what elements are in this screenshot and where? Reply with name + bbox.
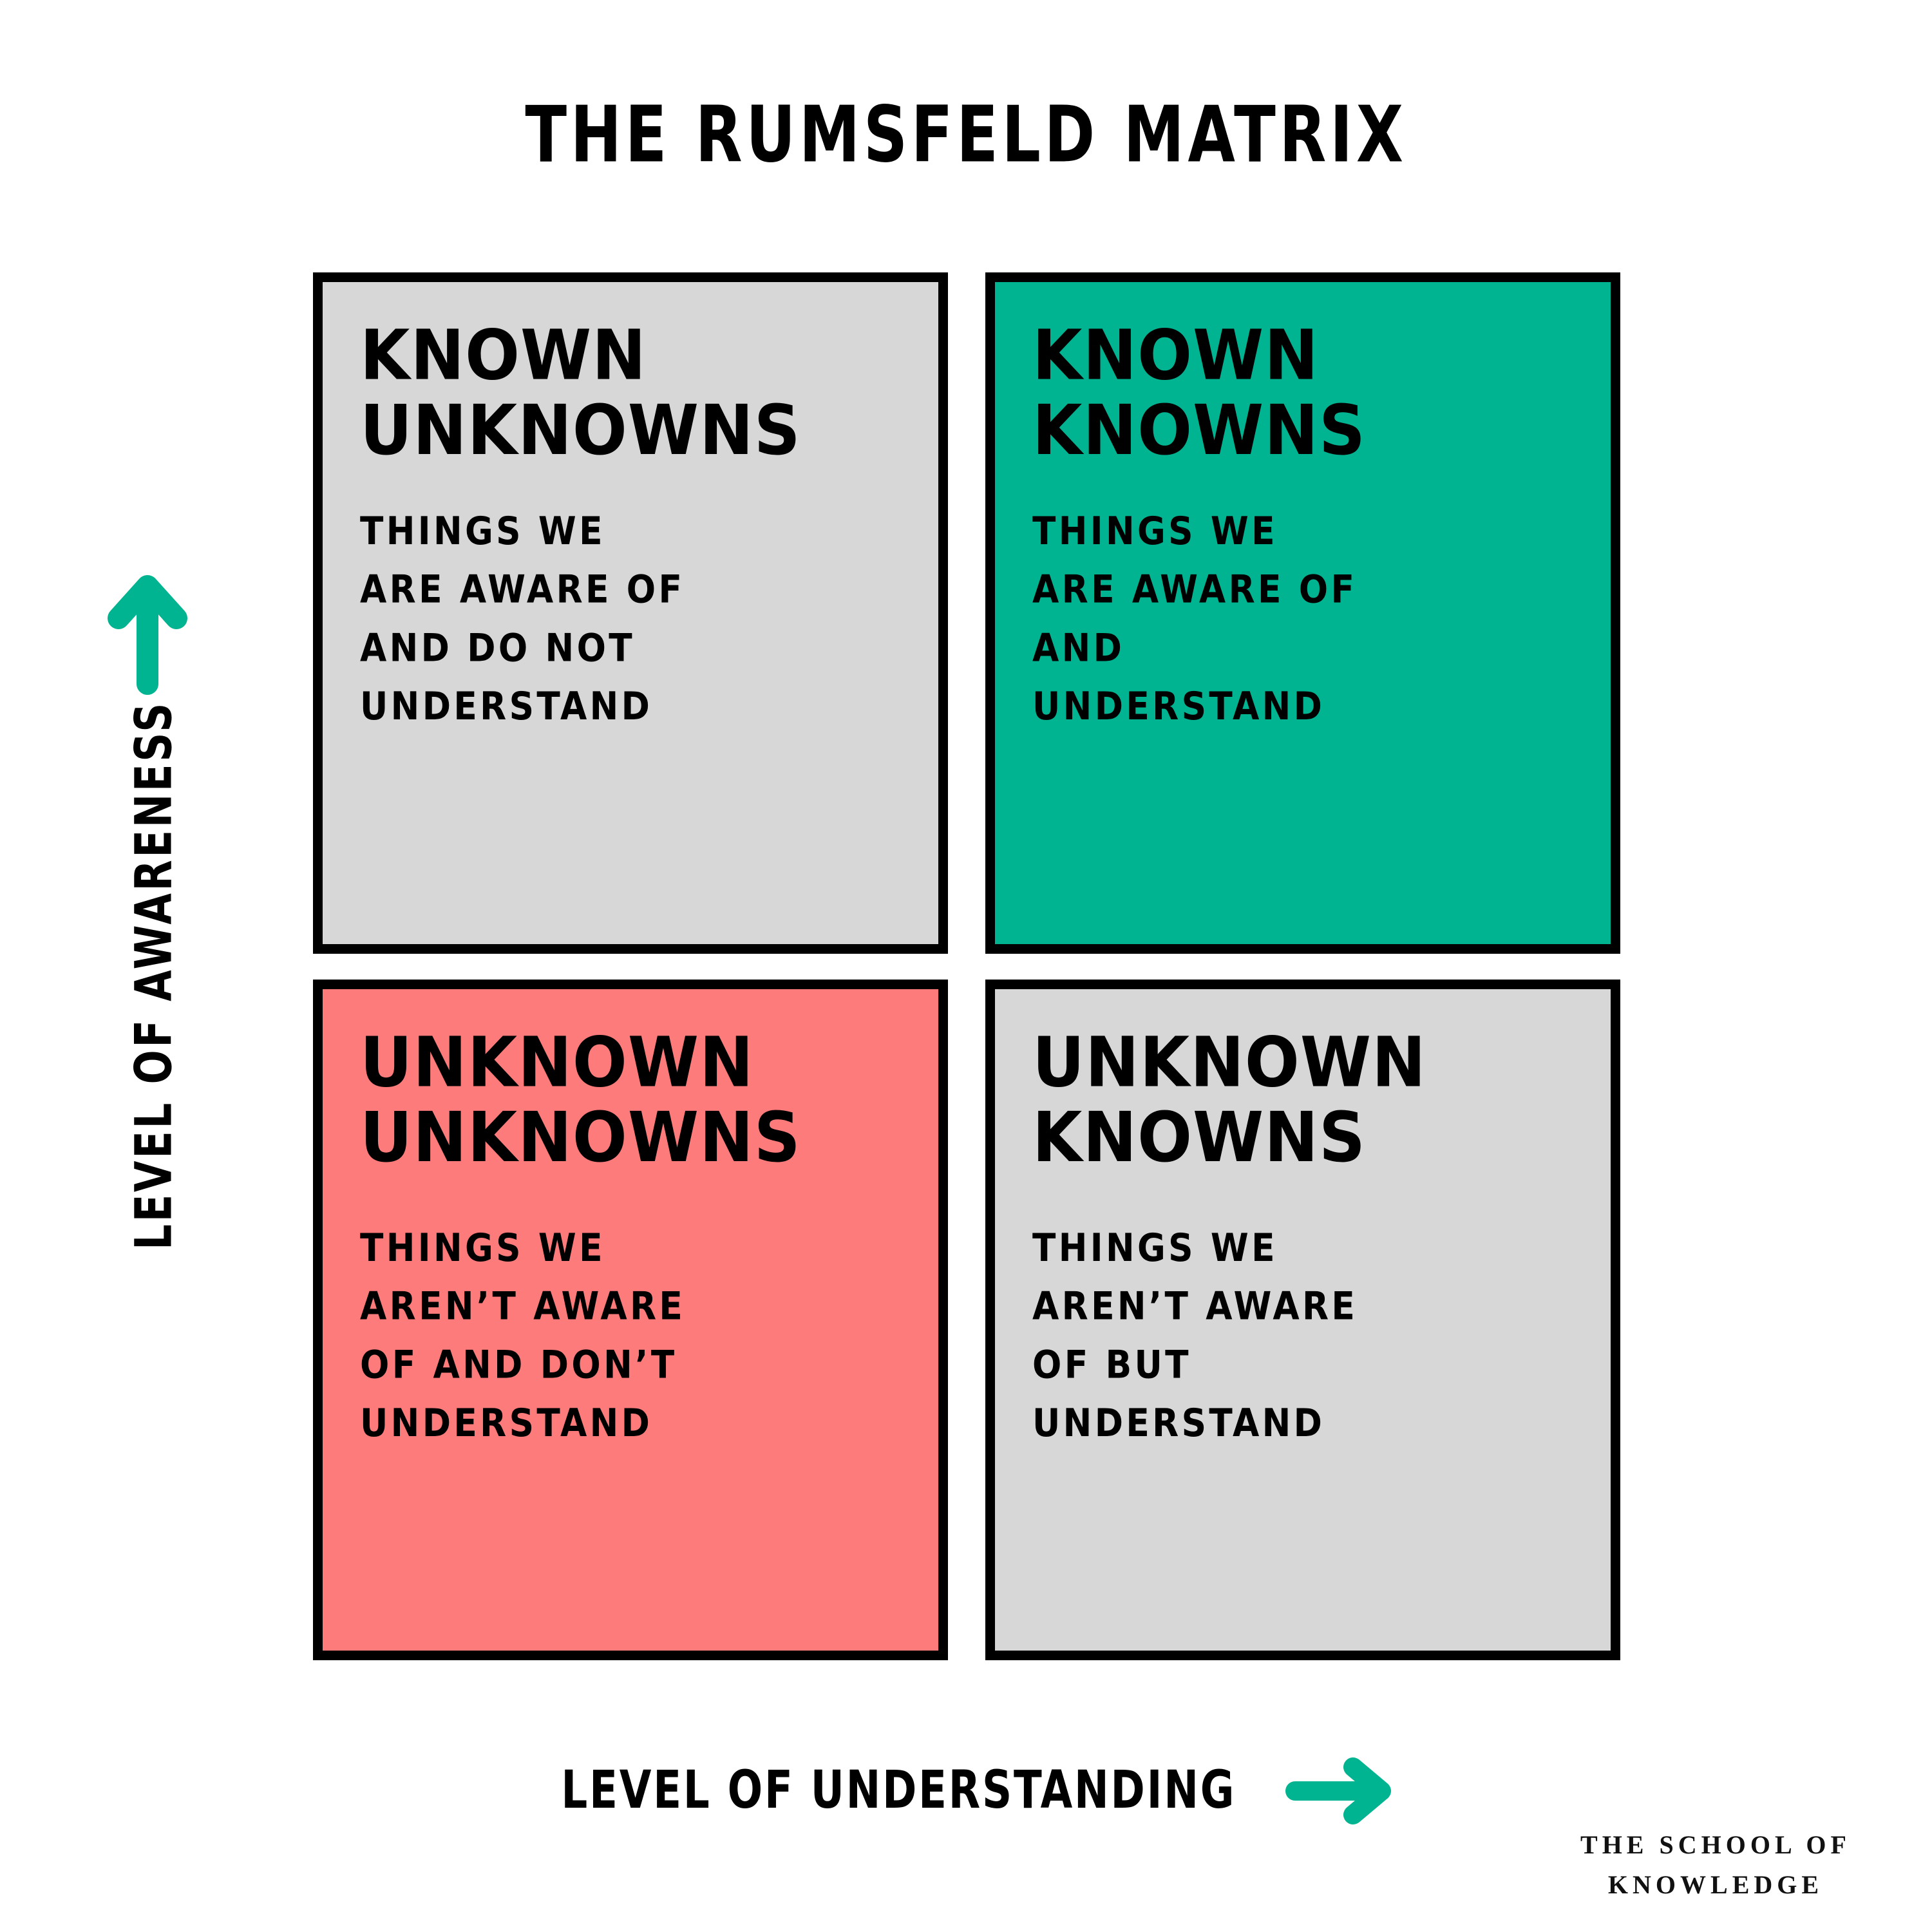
arrow-right-icon xyxy=(1285,1757,1391,1824)
quadrant-unknown-knowns: UNKNOWN KNOWNS THINGS WE AREN’T AWARE OF… xyxy=(985,979,1620,1660)
matrix-grid: KNOWN UNKNOWNS THINGS WE ARE AWARE OF AN… xyxy=(313,272,1620,1660)
quadrant-heading-unknown-knowns: UNKNOWN KNOWNS xyxy=(1032,1022,1426,1177)
y-axis-label: LEVEL OF AWARENESS xyxy=(125,563,184,1387)
page-title: THE RUMSFELD MATRIX xyxy=(525,90,1407,180)
quadrant-content: UNKNOWN KNOWNS THINGS WE AREN’T AWARE OF… xyxy=(1032,1025,1598,1645)
quadrant-content: KNOWN KNOWNS THINGS WE ARE AWARE OF AND … xyxy=(1032,317,1598,938)
x-axis: LEVEL OF UNDERSTANDING xyxy=(386,1745,1546,1835)
quadrant-content: KNOWN UNKNOWNS THINGS WE ARE AWARE OF AN… xyxy=(360,317,925,938)
quadrant-unknown-unknowns: UNKNOWN UNKNOWNS THINGS WE AREN’T AWARE … xyxy=(313,979,948,1660)
quadrant-known-knowns: KNOWN KNOWNS THINGS WE ARE AWARE OF AND … xyxy=(985,272,1620,954)
quadrant-heading-unknown-unknowns: UNKNOWN UNKNOWNS xyxy=(360,1022,801,1177)
y-axis-label-text: LEVEL OF AWARENESS xyxy=(124,700,184,1250)
quadrant-content: UNKNOWN UNKNOWNS THINGS WE AREN’T AWARE … xyxy=(360,1025,925,1645)
quadrant-heading-known-knowns: KNOWN KNOWNS xyxy=(1032,315,1366,471)
x-axis-label: LEVEL OF UNDERSTANDING xyxy=(561,1759,1236,1821)
quadrant-heading-known-unknowns: KNOWN UNKNOWNS xyxy=(360,315,801,471)
quadrant-body-unknown-unknowns: THINGS WE AREN’T AWARE OF AND DON’T UNDE… xyxy=(360,1225,686,1446)
brand-footer-line1: THE SCHOOL OF xyxy=(1580,1830,1851,1859)
quadrant-body-known-unknowns: THINGS WE ARE AWARE OF AND DO NOT UNDERS… xyxy=(360,508,685,729)
y-axis: LEVEL OF AWARENESS xyxy=(77,567,219,1455)
quadrant-body-unknown-knowns: THINGS WE AREN’T AWARE OF BUT UNDERSTAND xyxy=(1032,1225,1358,1446)
quadrant-body-known-knowns: THINGS WE ARE AWARE OF AND UNDERSTAND xyxy=(1032,508,1358,729)
brand-footer: THE SCHOOL OF KNOWLEDGE xyxy=(1535,1825,1896,1905)
brand-footer-line2: KNOWLEDGE xyxy=(1607,1870,1824,1899)
quadrant-known-unknowns: KNOWN UNKNOWNS THINGS WE ARE AWARE OF AN… xyxy=(313,272,948,954)
arrow-up-icon xyxy=(108,575,187,695)
